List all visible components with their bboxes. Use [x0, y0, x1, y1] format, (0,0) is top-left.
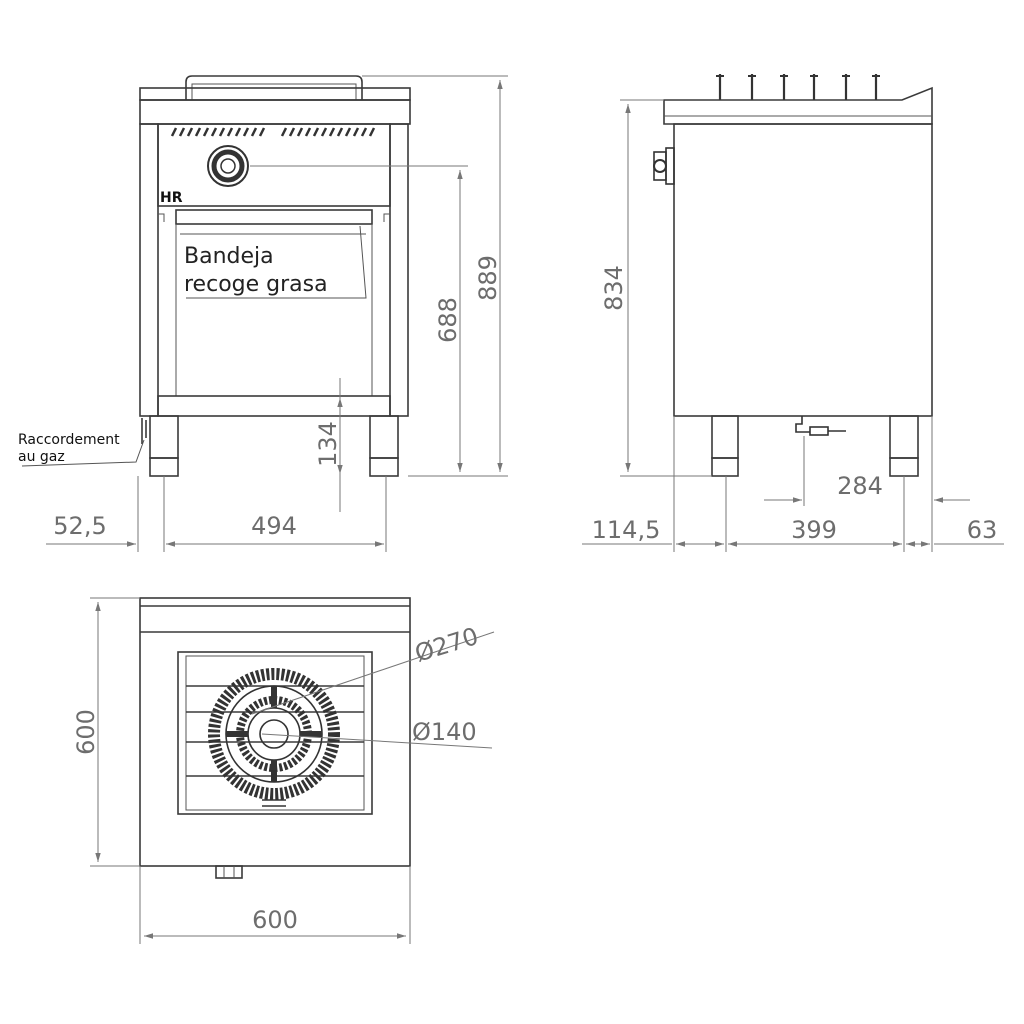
front-view: HR Bandeja recoge grasa Raccordement au … [18, 75, 508, 552]
dim-front-leg-height: 134 [314, 421, 342, 467]
burner-icon [208, 668, 340, 807]
side-view: 834 284 114,5 399 63 [582, 74, 1004, 552]
knob-icon [207, 145, 249, 187]
dim-front-width-legs: 494 [251, 512, 297, 540]
tray-label-line2: recoge grasa [184, 272, 328, 297]
gas-fitting-icon [795, 416, 846, 436]
dim-side-63: 63 [967, 516, 998, 544]
tray-label-line1: Bandeja [184, 244, 274, 269]
dim-side-height: 834 [600, 265, 628, 311]
vent-slots [170, 127, 376, 137]
brand-logo: HR [160, 190, 183, 206]
top-view: Ø270 Ø140 600 600 [72, 597, 495, 944]
top-pins [716, 74, 880, 100]
side-knob-icon [653, 147, 675, 185]
dim-top-outer-dia: Ø270 [412, 622, 482, 668]
dim-top-width: 600 [252, 906, 298, 934]
dim-top-inner-dia: Ø140 [412, 718, 477, 746]
dim-front-height-body: 688 [434, 297, 462, 343]
dim-side-399: 399 [791, 516, 837, 544]
gas-label-line1: Raccordement [18, 432, 120, 448]
dim-front-offset-left: 52,5 [53, 512, 106, 540]
dim-side-114: 114,5 [592, 516, 661, 544]
dim-front-height-total: 889 [474, 255, 502, 301]
gas-label-line2: au gaz [18, 449, 65, 465]
dim-side-284: 284 [837, 472, 883, 500]
dim-top-depth: 600 [72, 709, 100, 755]
